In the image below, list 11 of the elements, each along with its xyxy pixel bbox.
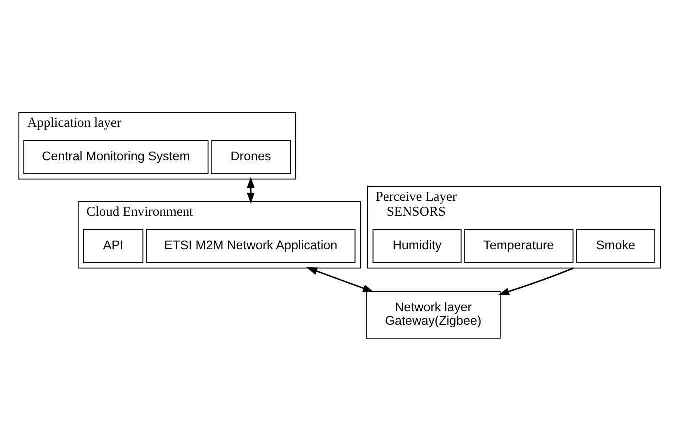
node-box: Network layer Gateway(Zigbee) (366, 290, 501, 338)
node-box: Temperature (464, 228, 574, 263)
node-box: ETSI M2M Network Application (146, 228, 356, 263)
node-box: Drones (211, 140, 291, 174)
arrow (247, 176, 255, 204)
node-box: API (83, 228, 144, 263)
node-box: Humidity (372, 228, 462, 263)
arrow (306, 267, 374, 292)
node-box: Smoke (576, 228, 656, 263)
node-box: Central Monitoring System (24, 140, 209, 174)
arrow (498, 267, 574, 295)
